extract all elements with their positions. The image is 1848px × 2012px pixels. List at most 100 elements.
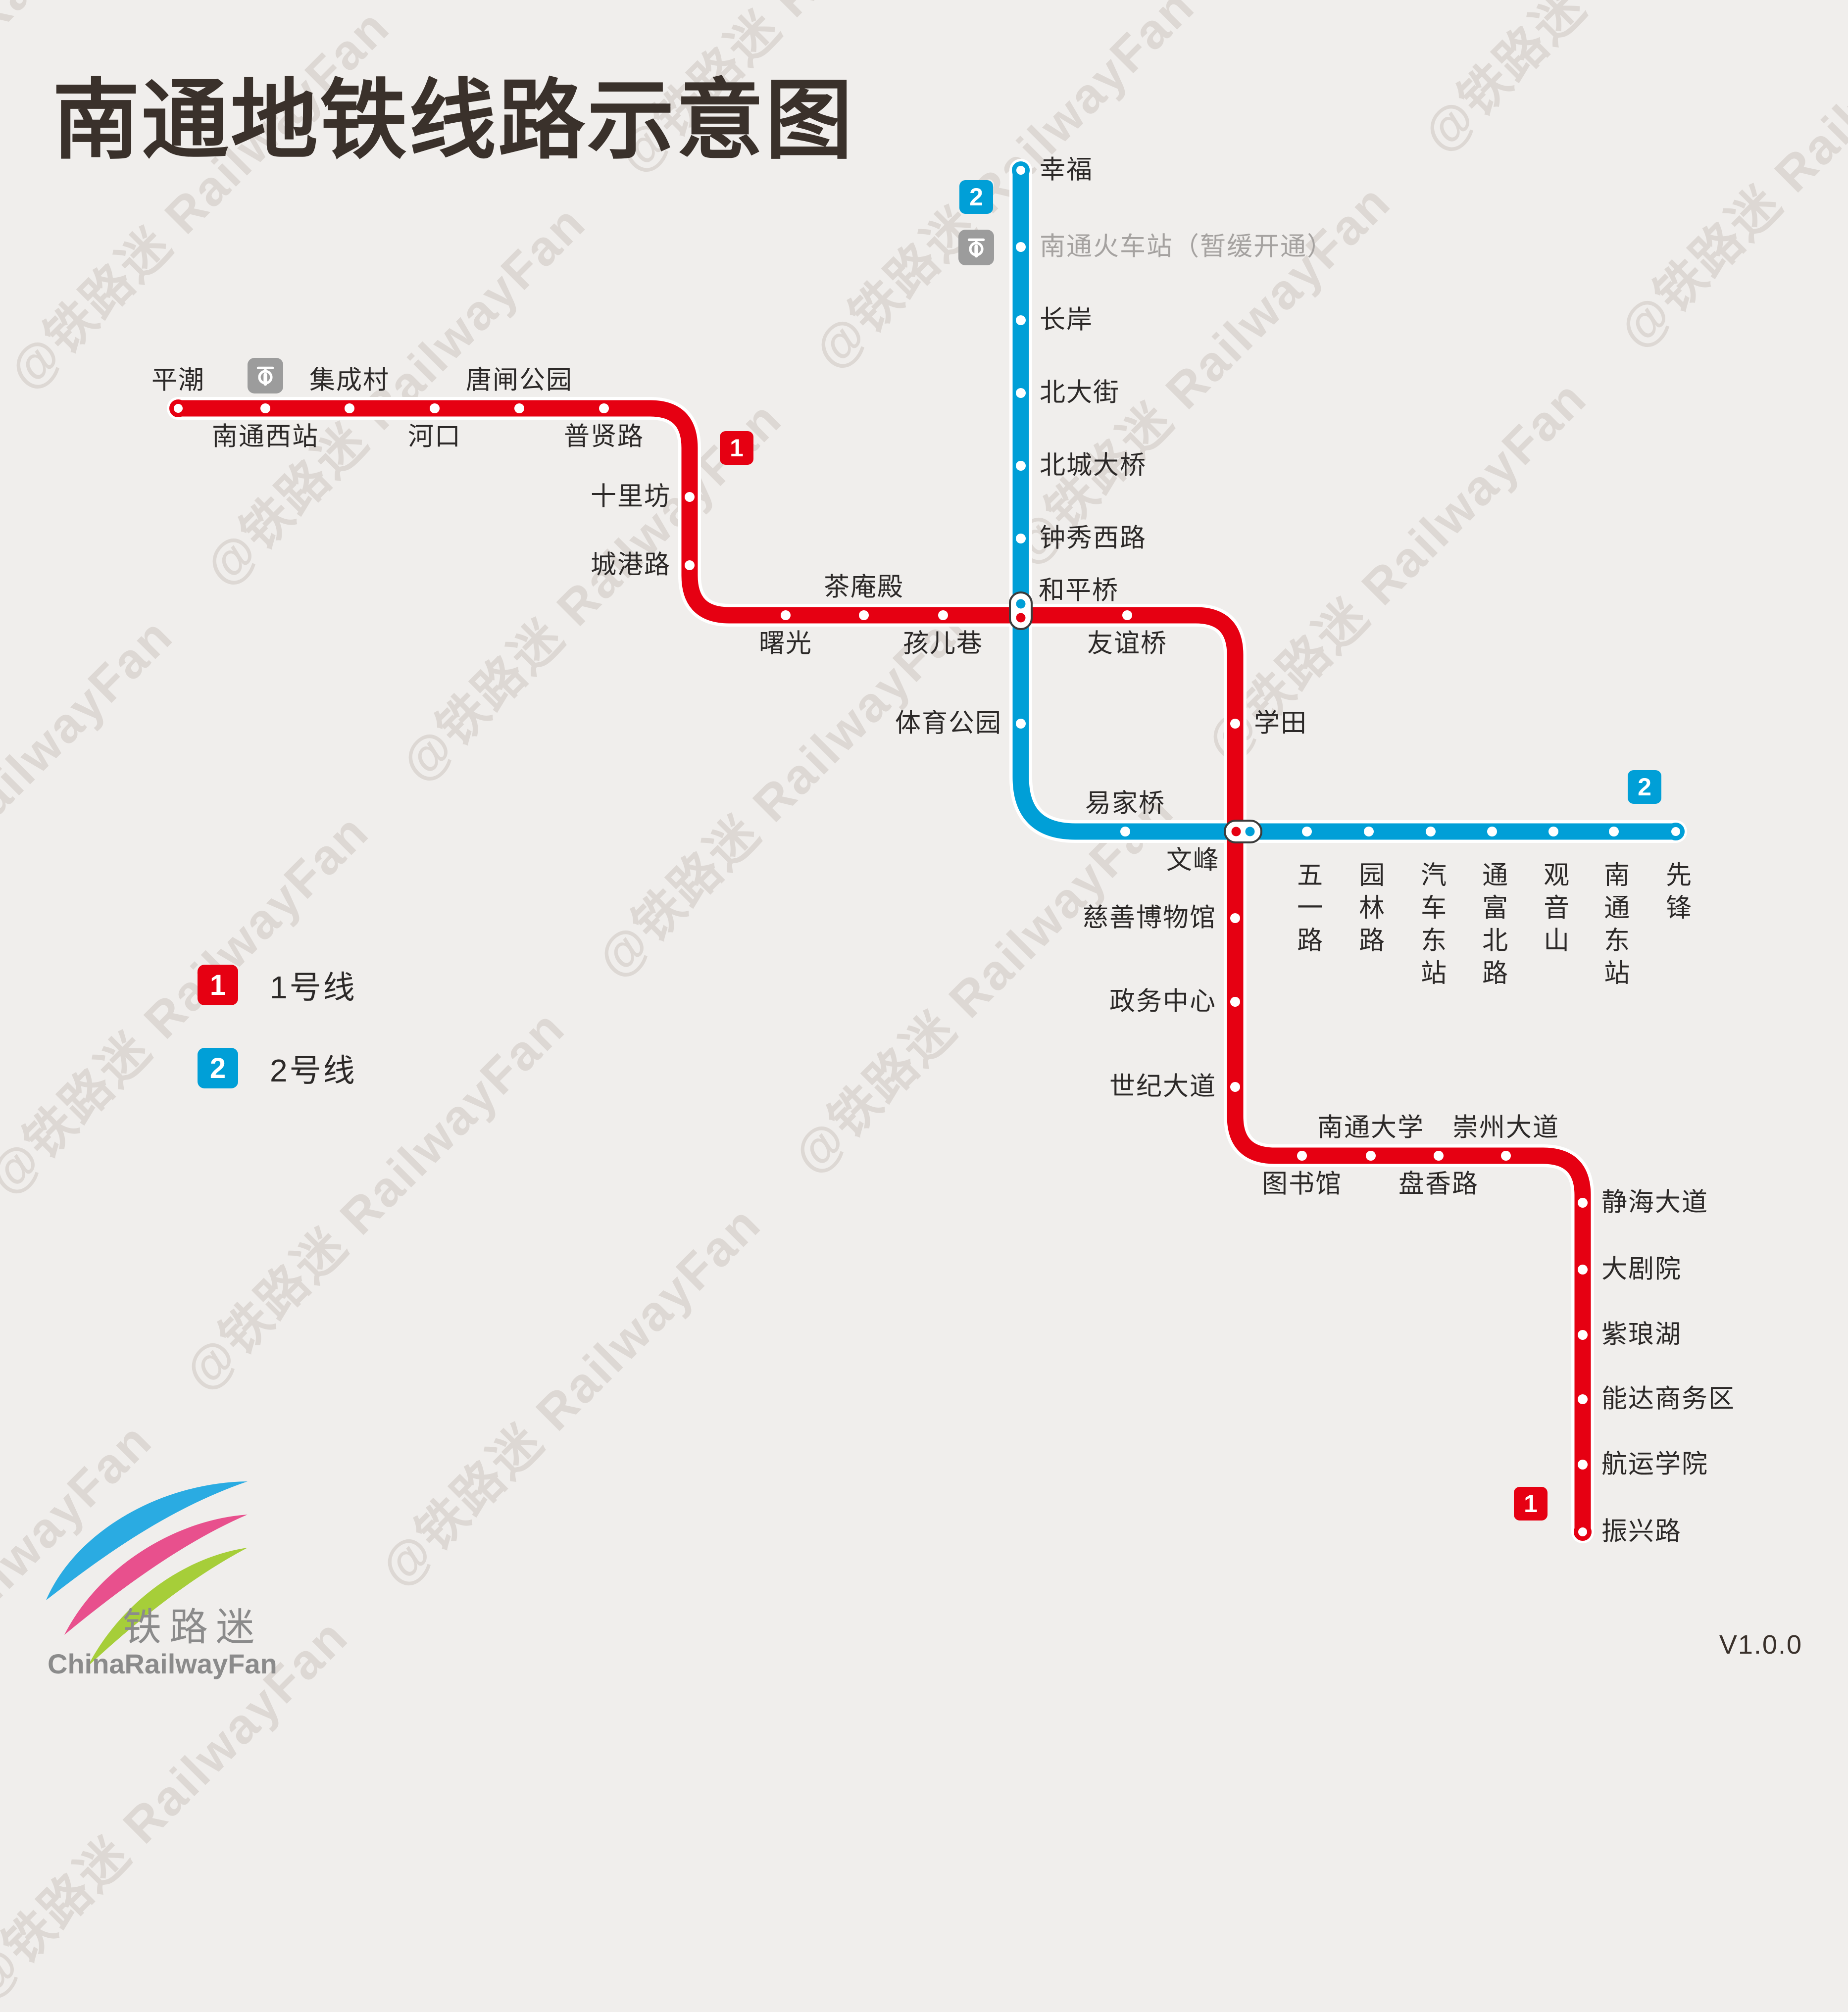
station-dot xyxy=(781,610,791,620)
station-dot xyxy=(1120,827,1130,836)
station-label: 和平桥 xyxy=(1039,576,1119,605)
station-label: 孩儿巷 xyxy=(902,629,984,658)
line-2-route xyxy=(1012,162,1684,840)
station-label: 曙光 xyxy=(758,629,813,658)
station-label: 盘香路 xyxy=(1398,1170,1479,1199)
station-dot xyxy=(1230,1082,1240,1092)
station-dot xyxy=(1016,242,1026,252)
station-dot xyxy=(1016,461,1026,471)
station-label: 河口 xyxy=(407,422,462,451)
interchange-dot xyxy=(1016,599,1026,609)
legend-row-line2: 2 2号线 xyxy=(198,1045,357,1091)
station-label: 崇州大道 xyxy=(1452,1113,1560,1142)
page-title: 南通地铁线路示意图 xyxy=(52,72,855,169)
station-label: 唐闸公园 xyxy=(465,366,573,395)
line-1-badge: 1 xyxy=(1514,1487,1548,1521)
station-dot xyxy=(685,560,695,570)
station-label: 图书馆 xyxy=(1261,1170,1343,1199)
version-label: V1.0.0 xyxy=(1719,1630,1802,1660)
station-label: 紫琅湖 xyxy=(1601,1320,1682,1349)
station-label: 集成村 xyxy=(309,366,390,395)
line-1-route xyxy=(170,400,1591,1540)
terminus-dot xyxy=(1012,161,1030,179)
station-dot xyxy=(1501,1151,1511,1161)
station-label-layer: 平潮南通西站 集成村河口唐闸公园普贤路十里坊城港路曙光茶庵殿孩儿巷 友谊桥学田慈善博… xyxy=(151,155,1736,1546)
station-label: 南通火车站（暂缓开通） xyxy=(1040,232,1334,261)
station-label: 通富北路 xyxy=(1478,861,1507,992)
station-dot xyxy=(1426,827,1436,836)
station-dot xyxy=(260,403,270,413)
legend-line-2-label: 2号线 xyxy=(270,1053,357,1088)
station-label: 能达商务区 xyxy=(1601,1384,1736,1414)
logo-swoosh-icon xyxy=(46,1481,248,1667)
station-dot xyxy=(1302,827,1312,836)
station-label: 钟秀西路 xyxy=(1040,524,1147,553)
station-label: 普贤路 xyxy=(563,422,645,451)
station-label: 观音山 xyxy=(1539,861,1568,959)
station-dot xyxy=(938,610,948,620)
station-label: 体育公园 xyxy=(895,709,1002,738)
station-label: 振兴路 xyxy=(1601,1517,1682,1546)
interchange-capsule xyxy=(1224,820,1262,843)
station-label: 北大街 xyxy=(1040,378,1120,407)
station-label: 长岸 xyxy=(1040,305,1094,335)
station-dot xyxy=(1578,1198,1588,1208)
station-label: 茶庵殿 xyxy=(823,573,904,602)
station-dot xyxy=(1487,827,1497,836)
station-dot xyxy=(345,403,354,413)
terminus-dot xyxy=(169,399,187,417)
railway-station-icon xyxy=(958,230,994,265)
station-label: 五一路 xyxy=(1293,861,1322,959)
station-dot xyxy=(1016,388,1026,398)
station-dot xyxy=(1016,315,1026,325)
station-label: 北城大桥 xyxy=(1040,451,1147,480)
station-label: 政务中心 xyxy=(1109,987,1216,1016)
station-dot xyxy=(1230,997,1240,1007)
station-dot xyxy=(1016,534,1026,543)
railway-emblem-glyph xyxy=(256,366,274,386)
station-label: 易家桥 xyxy=(1085,789,1166,818)
legend-line-1-badge: 1 xyxy=(198,965,238,1005)
railway-station-icon xyxy=(248,358,283,393)
station-dot xyxy=(1578,1394,1588,1404)
line-2-badge: 2 xyxy=(959,180,993,214)
station-dot xyxy=(599,403,609,413)
station-label: 南通西站 xyxy=(211,422,319,451)
interchange-dot xyxy=(1231,827,1241,836)
station-label: 友谊桥 xyxy=(1087,629,1168,658)
station-label: 幸福 xyxy=(1040,155,1094,185)
station-label: 先锋 xyxy=(1661,861,1691,927)
interchange-dot xyxy=(1245,827,1255,836)
station-dot xyxy=(430,403,440,413)
logo-text-cn: 铁路迷 xyxy=(123,1605,263,1649)
station-dot xyxy=(1016,719,1026,729)
station-dot xyxy=(1548,827,1558,836)
station-dot xyxy=(1609,827,1619,836)
legend-line-2-badge: 2 xyxy=(198,1048,238,1088)
line-2-badge: 2 xyxy=(1628,770,1661,804)
interchange-dot xyxy=(1016,613,1026,623)
terminus-dot xyxy=(1574,1523,1592,1541)
station-dot xyxy=(1230,913,1240,923)
logo-text-en: ChinaRailwayFan xyxy=(48,1648,277,1679)
station-label: 园林路 xyxy=(1354,861,1384,959)
station-label: 世纪大道 xyxy=(1109,1072,1216,1101)
metro-map-canvas xyxy=(167,159,1687,1543)
station-label: 学田 xyxy=(1254,709,1308,738)
station-label: 慈善博物馆 xyxy=(1082,903,1216,932)
station-label: 城港路 xyxy=(590,550,671,580)
station-dot xyxy=(514,403,524,413)
station-dot xyxy=(859,610,869,620)
station-label: 十里坊 xyxy=(590,482,671,511)
station-dot xyxy=(1434,1151,1444,1161)
station-dot xyxy=(685,492,695,502)
station-dot xyxy=(1230,719,1240,729)
station-label: 汽车东站 xyxy=(1416,861,1446,992)
station-dot xyxy=(1122,610,1132,620)
station-label: 南通大学 xyxy=(1317,1113,1425,1142)
station-dot xyxy=(1366,1151,1376,1161)
station-dot xyxy=(1578,1265,1588,1275)
station-label: 平潮 xyxy=(151,366,205,395)
